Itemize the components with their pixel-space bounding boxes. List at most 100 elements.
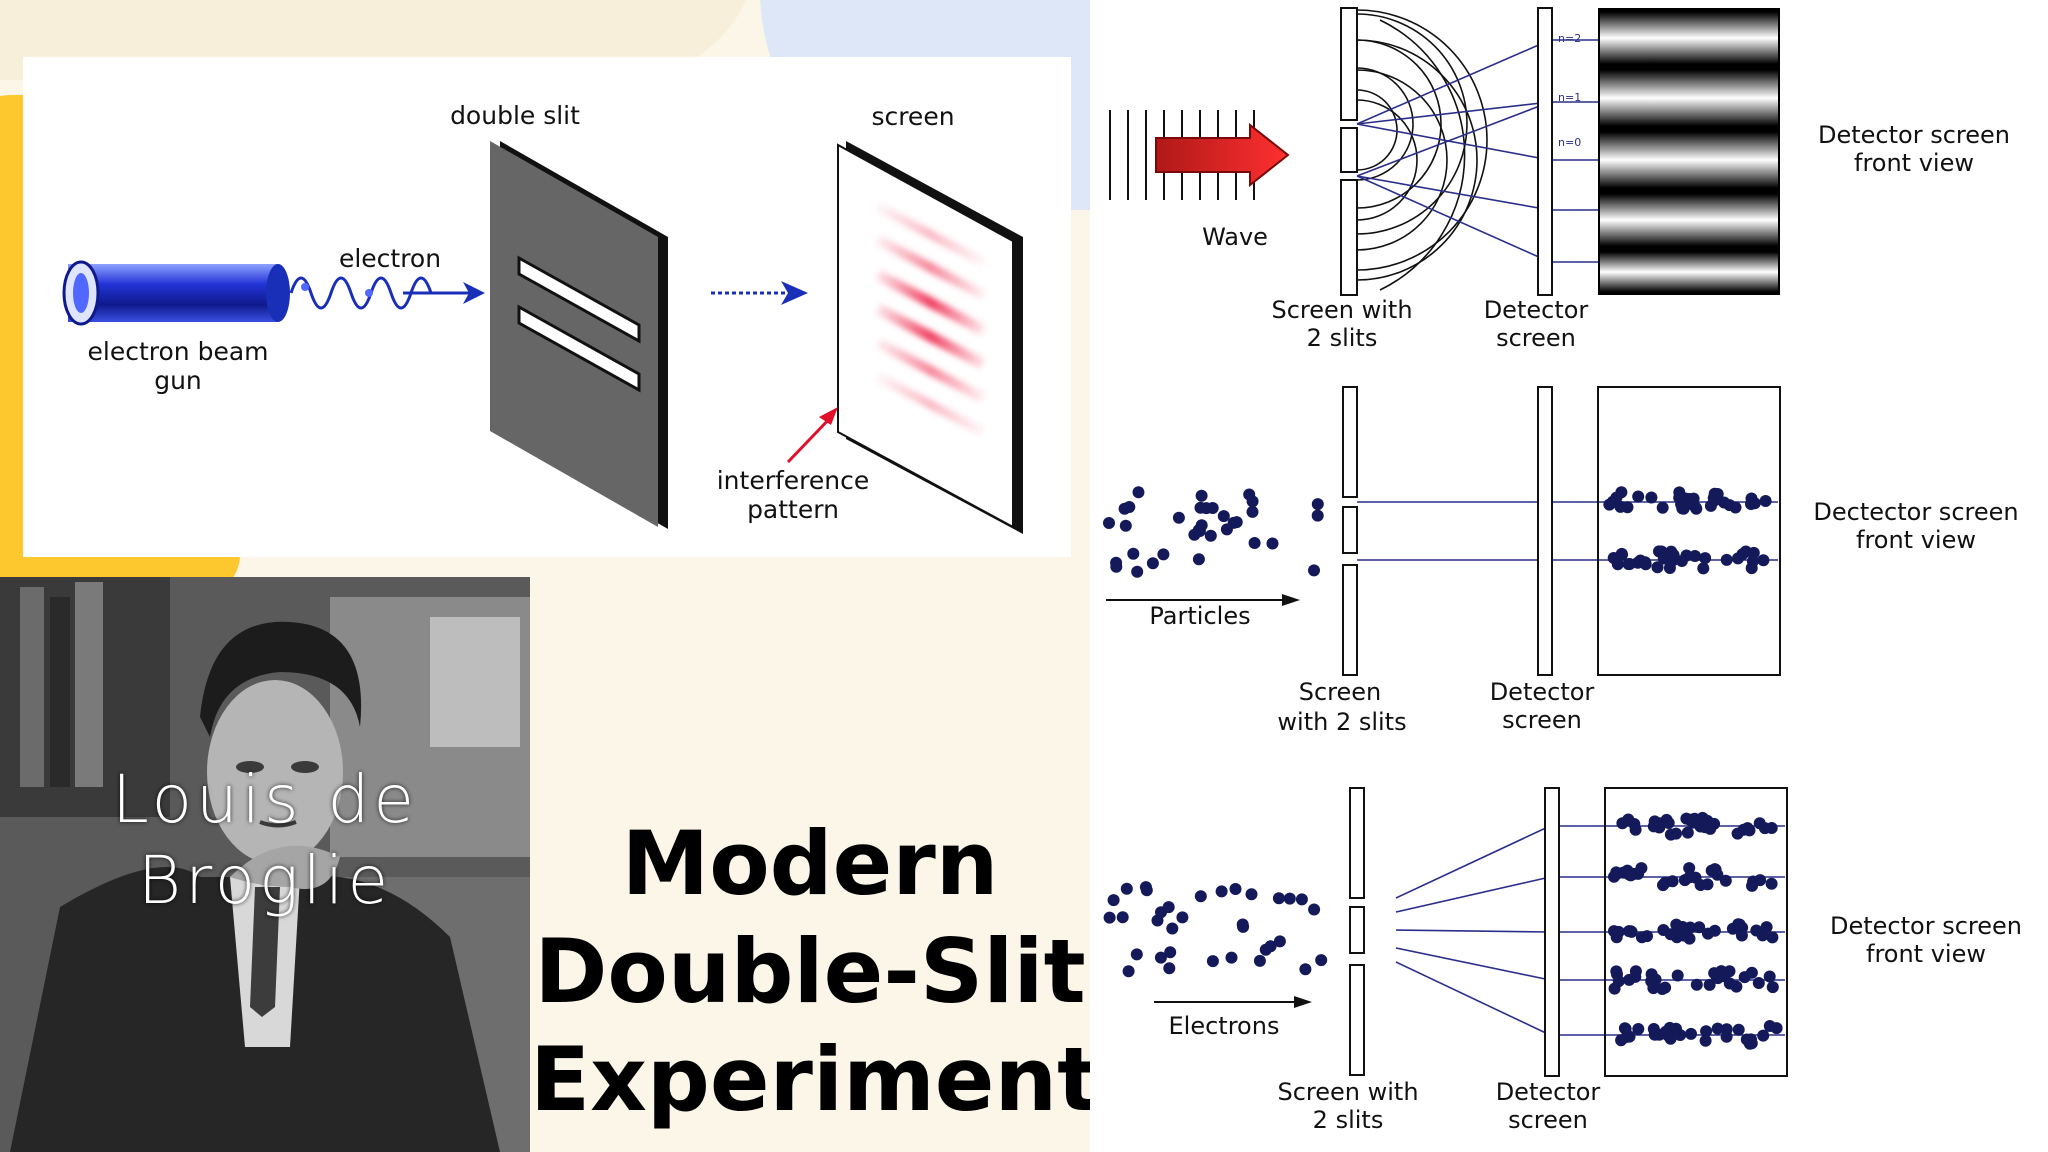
- hit-dot: [1720, 1023, 1733, 1036]
- hit-dot: [1718, 970, 1731, 983]
- detector-label: screen: [1502, 706, 1582, 734]
- hit-dot: [1674, 1029, 1687, 1041]
- particle-dot: [1110, 560, 1123, 573]
- hit-dot: [1639, 556, 1652, 569]
- slide-title: Modern Double-Slit Experiment: [530, 810, 1099, 1134]
- particle-dot: [1139, 881, 1152, 894]
- hit-dot: [1754, 874, 1767, 887]
- order-label: n=1: [1558, 91, 1581, 104]
- detection-screen: [837, 141, 1023, 534]
- hit-dot: [1629, 970, 1642, 983]
- hit-dot: [1735, 929, 1748, 942]
- hit-dot: [1616, 817, 1629, 830]
- comparison-diagrams: Wave: [1090, 0, 2048, 1152]
- particle-dot: [1155, 906, 1167, 919]
- order-label: n=0: [1558, 136, 1581, 149]
- particle-dot: [1217, 510, 1230, 523]
- hit-dot: [1632, 1023, 1645, 1035]
- particle-dot: [1266, 537, 1279, 550]
- particle-dot: [1127, 547, 1140, 560]
- particle-dot: [1132, 486, 1145, 499]
- electron-diagram: Electrons Screen with 2 slits Dete: [1103, 787, 2022, 1134]
- front-view-label: front view: [1856, 526, 1976, 554]
- hit-dot: [1738, 971, 1751, 984]
- particle-dot: [1195, 489, 1208, 502]
- detector-label: screen: [1496, 324, 1576, 352]
- hit-dot: [1610, 491, 1623, 504]
- hit-dot: [1763, 970, 1776, 983]
- screen-slits-label: Screen with: [1271, 296, 1412, 324]
- title-line: Double-Slit: [534, 920, 1086, 1023]
- particle-dot: [1299, 963, 1312, 976]
- hit-dot: [1720, 553, 1733, 566]
- hit-dot: [1612, 975, 1625, 988]
- particle-dot: [1164, 946, 1177, 959]
- electron-hits: [1608, 811, 1783, 1050]
- particle-dot: [1246, 505, 1259, 518]
- particle-dot: [1237, 920, 1250, 933]
- hit-dot: [1659, 981, 1672, 994]
- hit-dot: [1616, 548, 1628, 561]
- hit-dot: [1719, 874, 1732, 887]
- screen-label: screen: [871, 102, 954, 131]
- electron-label: electron: [339, 244, 441, 273]
- electrons-label: Electrons: [1169, 1012, 1280, 1040]
- particle-diagram: Particles Screen with 2 slits Detector s…: [1103, 386, 2019, 736]
- hit-dot: [1671, 969, 1684, 982]
- particles-label: Particles: [1149, 602, 1250, 630]
- particle-dot: [1311, 498, 1324, 511]
- particle-dot: [1157, 548, 1170, 561]
- pattern-arrow: [786, 413, 835, 464]
- hit-dot: [1656, 501, 1669, 514]
- particle-dot: [1163, 962, 1176, 975]
- detector-label: Detector: [1484, 296, 1589, 324]
- hit-dot: [1699, 552, 1712, 565]
- particle-dot: [1103, 911, 1116, 924]
- particle-dot: [1192, 553, 1205, 566]
- detector-label: Detector: [1496, 1078, 1601, 1106]
- hit-dot: [1739, 545, 1752, 558]
- hit-dot: [1666, 875, 1679, 888]
- particle-dot: [1229, 883, 1242, 895]
- particle-dot: [1283, 892, 1296, 905]
- gun-label: electron beam: [88, 337, 269, 366]
- hit-dot: [1753, 817, 1766, 830]
- hit-dot: [1702, 927, 1714, 940]
- hit-dot: [1624, 869, 1637, 882]
- particle-dot: [1315, 954, 1328, 967]
- double-slit-plate: [490, 141, 668, 529]
- interference-fringe: [875, 304, 986, 369]
- hit-dot: [1645, 968, 1658, 981]
- particle-dot: [1119, 519, 1132, 532]
- particle-dot: [1215, 885, 1228, 898]
- wave-label: Wave: [1202, 223, 1268, 251]
- hit-dot: [1732, 552, 1744, 565]
- fringe-band: [1600, 12, 1778, 64]
- interference-fringe: [875, 373, 986, 436]
- portrait-caption: Broglie: [137, 842, 393, 919]
- hit-dot: [1645, 491, 1658, 504]
- electron-dot: [301, 283, 309, 291]
- hit-dot: [1647, 820, 1660, 833]
- hit-dot: [1711, 488, 1724, 500]
- hit-dot: [1704, 822, 1717, 835]
- hit-dot: [1661, 1029, 1674, 1042]
- electron-wave: [289, 276, 433, 310]
- particle-dot: [1230, 516, 1243, 529]
- hit-dot: [1610, 931, 1623, 944]
- hit-dot: [1766, 981, 1779, 994]
- particle-dot: [1246, 495, 1259, 508]
- particle-dot: [1220, 523, 1233, 536]
- hit-dot: [1623, 558, 1636, 570]
- front-view-label: front view: [1866, 940, 1986, 968]
- hit-dot: [1690, 502, 1703, 515]
- hit-dot: [1699, 1034, 1712, 1047]
- hit-dot: [1745, 1037, 1758, 1050]
- front-view-label: Dectector screen: [1813, 498, 2018, 526]
- particle-dot: [1122, 965, 1135, 978]
- hit-dot: [1723, 499, 1736, 512]
- hit-dot: [1683, 871, 1696, 884]
- portrait-caption: Louis de: [111, 761, 419, 838]
- portrait-photo: Louis de Broglie: [0, 577, 530, 1152]
- particle-dot: [1225, 951, 1238, 964]
